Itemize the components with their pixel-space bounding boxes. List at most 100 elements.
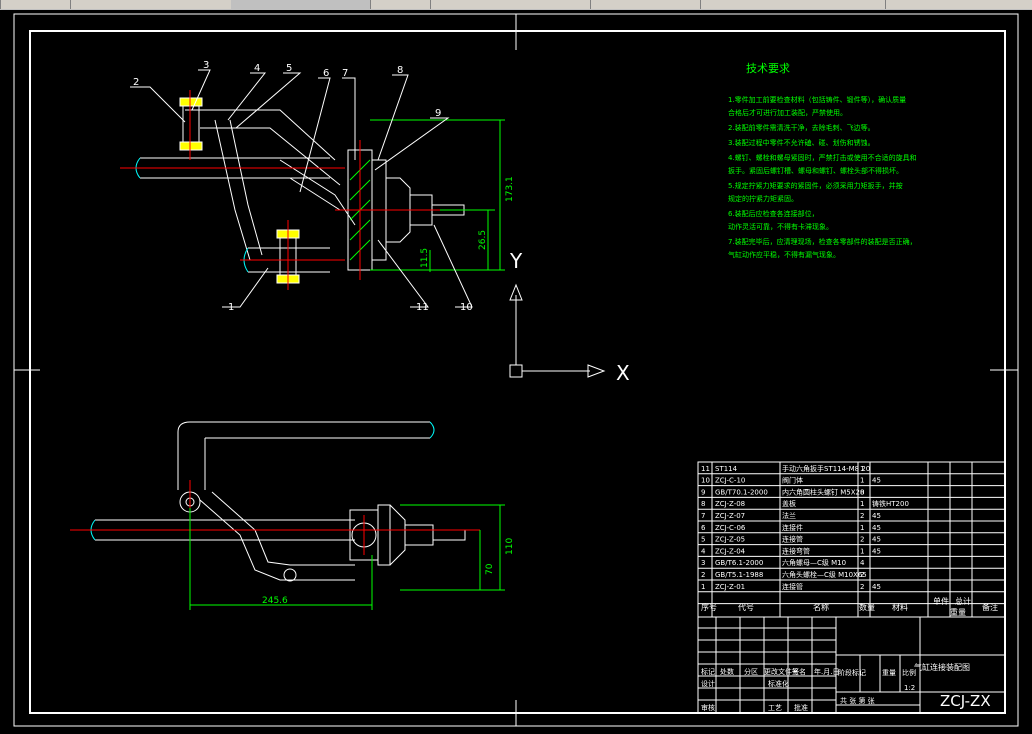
dim-245: 245.6: [262, 596, 288, 606]
bom-cell-qty: 2: [860, 512, 864, 520]
bom-header-note: 备注: [982, 602, 998, 612]
bom-cell-code: ZCJ-Z-01: [715, 583, 745, 591]
callout-1: 1: [228, 302, 234, 313]
tech-line: 气缸动作应平稳，不得有漏气现象。: [728, 250, 840, 259]
bom-cell-qty: 1: [860, 500, 864, 508]
bom-cell-name: 连接弯管: [782, 546, 810, 555]
bom-cell-mat: 45: [872, 536, 881, 544]
toolbar-button[interactable]: [0, 0, 71, 9]
callout-8: 8: [397, 65, 403, 76]
bom-header-mat: 材料: [892, 602, 908, 612]
bom-cell-qty: 1: [860, 524, 864, 532]
toolbar-button[interactable]: [70, 0, 231, 9]
bom-cell-name: 连接管: [782, 535, 803, 544]
bom-cell-no: 2: [701, 571, 705, 579]
tb-stage: 阶段标记: [838, 668, 866, 677]
bom-cell-name: 连接管: [782, 582, 803, 591]
drawing-canvas[interactable]: 1 2 3 4 5 6 7 8 9 10 11 173.1 26.5 11.5 …: [0, 10, 1032, 730]
tb-sheets: 共 张 第 张: [840, 696, 875, 705]
tb-label: 年.月.日: [814, 667, 839, 676]
dim-70: 70: [485, 563, 495, 575]
tech-line: 动作灵活可靠，不得有卡滞现象。: [728, 222, 833, 231]
layer-dropdown[interactable]: [430, 0, 591, 9]
tb-label: 标准化: [768, 679, 789, 688]
bom-header-total: 总计: [955, 596, 971, 606]
bom-cell-no: 3: [701, 559, 705, 567]
tech-line: 扳手。紧固后螺钉槽、螺母和螺钉、螺栓头部不得损坏。: [728, 166, 903, 175]
bom-header-code: 代号: [738, 602, 754, 612]
drawing-border: [29, 30, 1006, 714]
bom-cell-no: 1: [701, 583, 705, 591]
callout-4: 4: [254, 63, 260, 74]
bom-header-no: 序号: [701, 602, 717, 612]
callout-11: 11: [416, 302, 429, 313]
bom-cell-qty: 1: [860, 477, 864, 485]
bom-cell-no: 6: [701, 524, 706, 532]
centering-marks: [14, 14, 1018, 726]
bom-cell-mat: 45: [872, 524, 881, 532]
bom-cell-name: 盖板: [782, 499, 796, 508]
bom-cell-mat: 45: [872, 547, 881, 555]
bom-header-qty: 数量: [859, 602, 875, 612]
tb-scale: 比例: [902, 668, 916, 677]
bom-cell-name: 手动六角扳手ST114-M8 20: [782, 464, 870, 473]
bom-cell-code: ZCJ-Z-05: [715, 536, 745, 544]
callout-10: 10: [460, 302, 473, 313]
bom-cell-no: 11: [701, 465, 710, 473]
bom-cell-name: 六角螺母—C级 M10: [782, 558, 846, 567]
bom-table: [697, 461, 1006, 714]
callout-3: 3: [203, 60, 209, 71]
lineweight-dropdown[interactable]: [885, 0, 1032, 9]
tech-line: 7.装配完毕后，应清理现场，检查各零部件的装配是否正确，: [728, 237, 917, 246]
bom-cell-mat: 45: [872, 477, 881, 485]
bottom-dimensions: 245.6 110 70: [262, 538, 515, 606]
bom-cell-code: ZCJ-C-10: [715, 477, 745, 485]
ucs-icon: [509, 283, 606, 378]
top-view: [120, 69, 505, 308]
tb-label: 签名: [792, 667, 806, 676]
tb-label: 设计: [701, 679, 715, 688]
bom-cell-name: 内六角圆柱头螺钉 M5X20: [782, 487, 864, 496]
tb-label: 处数: [720, 667, 734, 676]
tech-line: 合格后才可进行加工装配，严禁使用。: [728, 108, 847, 117]
bom-cell-code: GB/T5.1-1988: [715, 571, 763, 579]
tech-line: 1.零件加工前要检查材料（包括铸件、锻件等），确认质量: [728, 95, 906, 104]
tech-lines: 1.零件加工前要检查材料（包括铸件、锻件等），确认质量 合格后才可进行加工装配，…: [728, 95, 917, 259]
bom-cell-mat: 45: [872, 512, 881, 520]
ucs-y-label: Y: [509, 249, 523, 273]
tb-label: 分区: [744, 667, 758, 676]
tech-title: 技术要求: [746, 62, 790, 75]
tb-label: 审核: [701, 703, 715, 712]
bom-cell-no: 8: [701, 500, 705, 508]
bom-header: 序号 代号 名称 数量 材料 单件 总计 重量 备注: [701, 596, 998, 617]
color-dropdown[interactable]: [590, 0, 701, 9]
drawing-svg: 1 2 3 4 5 6 7 8 9 10 11 173.1 26.5 11.5 …: [13, 13, 1019, 727]
outer-frame: [13, 13, 1019, 727]
bom-cell-name: 连接件: [782, 523, 803, 532]
bom-cell-qty: 2: [860, 583, 864, 591]
toolbar-button[interactable]: [370, 0, 431, 9]
callout-labels: 1 2 3 4 5 6 7 8 9 10 11: [133, 60, 473, 313]
bom-cell-code: ZCJ-Z-04: [715, 547, 746, 555]
bom-cell-mat: 45: [872, 583, 881, 591]
tech-line: 6.装配后应检查各连接部位，: [728, 209, 819, 218]
drawing-number: ZCJ-ZX: [940, 692, 991, 710]
drawing-title: 气缸连接装配图: [914, 662, 970, 672]
bom-cell-code: GB/T6.1-2000: [715, 559, 763, 567]
bom-cell-code: ZCJ-Z-07: [715, 512, 745, 520]
tb-label: 工艺: [768, 704, 782, 712]
top-dimensions: 173.1 26.5 11.5: [420, 176, 515, 268]
tech-line: 4.螺钉、螺栓和螺母紧固时，严禁打击或使用不合适的旋具和: [728, 153, 917, 162]
dim-11: 11.5: [420, 248, 430, 268]
tb-label: 更改文件号: [764, 667, 799, 676]
linetype-dropdown[interactable]: [700, 0, 886, 9]
tech-line: 2.装配前零件需清洗干净，去除毛刺、飞边等。: [728, 123, 875, 132]
bom-cell-code: ZCJ-Z-08: [715, 500, 745, 508]
dim-26: 26.5: [478, 230, 488, 250]
bottom-view: [70, 421, 505, 610]
bom-cell-qty: 2: [860, 571, 864, 579]
dim-110: 110: [505, 538, 515, 555]
callout-9: 9: [435, 108, 441, 119]
callout-2: 2: [133, 77, 139, 88]
